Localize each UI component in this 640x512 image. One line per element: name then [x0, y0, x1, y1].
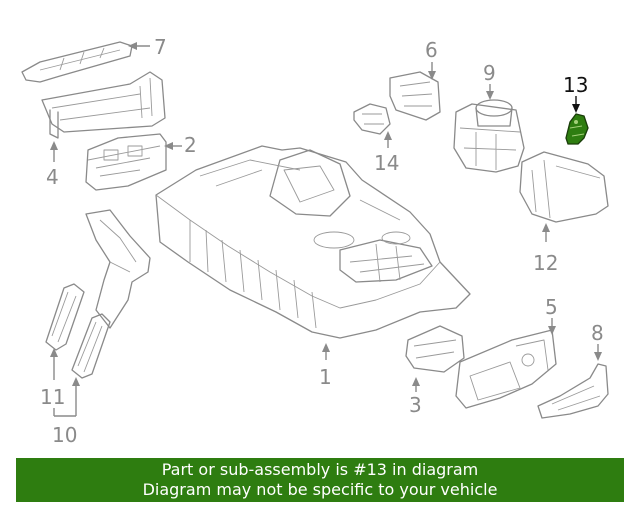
callout-1: 1 [319, 343, 332, 389]
callout-12: 12 [533, 223, 558, 275]
callout-2: 2 [164, 133, 197, 157]
callout-11-10: 11 10 [40, 348, 80, 447]
label-10: 10 [52, 423, 77, 447]
label-7: 7 [154, 35, 167, 59]
part-7-bracket [21, 41, 133, 83]
label-11: 11 [40, 385, 65, 409]
part-2-module [85, 133, 167, 191]
part-9-blower [453, 99, 525, 173]
callout-13: 13 [563, 73, 588, 113]
parts-diagram: 7 2 4 6 9 13 14 12 1 [21, 35, 609, 447]
part-14-clip [353, 103, 391, 135]
callout-5: 5 [545, 295, 558, 335]
banner-line-1: Part or sub-assembly is #13 in diagram [161, 460, 479, 479]
banner-line-2: Diagram may not be specific to your vehi… [142, 480, 498, 499]
part-12-cover [519, 151, 609, 223]
part-13-highlighted [565, 113, 589, 145]
label-4: 4 [46, 165, 59, 189]
callout-3: 3 [409, 377, 422, 417]
callout-9: 9 [483, 61, 496, 100]
label-6: 6 [425, 38, 438, 62]
part-3-module [405, 325, 465, 373]
label-8: 8 [591, 321, 604, 345]
label-13: 13 [563, 73, 588, 97]
part-11-10-ducts [45, 209, 151, 379]
label-12: 12 [533, 251, 558, 275]
label-14: 14 [374, 151, 399, 175]
part-5-tray [455, 329, 557, 409]
callout-4: 4 [46, 141, 59, 189]
part-1-battery-assembly [155, 145, 471, 339]
label-5: 5 [545, 295, 558, 319]
callout-7: 7 [128, 35, 167, 59]
part-6-bracket [389, 71, 441, 121]
info-banner: Part or sub-assembly is #13 in diagram D… [16, 458, 624, 502]
part-8-bracket [537, 363, 609, 419]
label-2: 2 [184, 133, 197, 157]
callout-6: 6 [425, 38, 438, 80]
label-3: 3 [409, 393, 422, 417]
callout-8: 8 [591, 321, 604, 361]
label-1: 1 [319, 365, 332, 389]
part-4-bracket [41, 71, 166, 139]
callout-14: 14 [374, 131, 399, 175]
label-9: 9 [483, 61, 496, 85]
